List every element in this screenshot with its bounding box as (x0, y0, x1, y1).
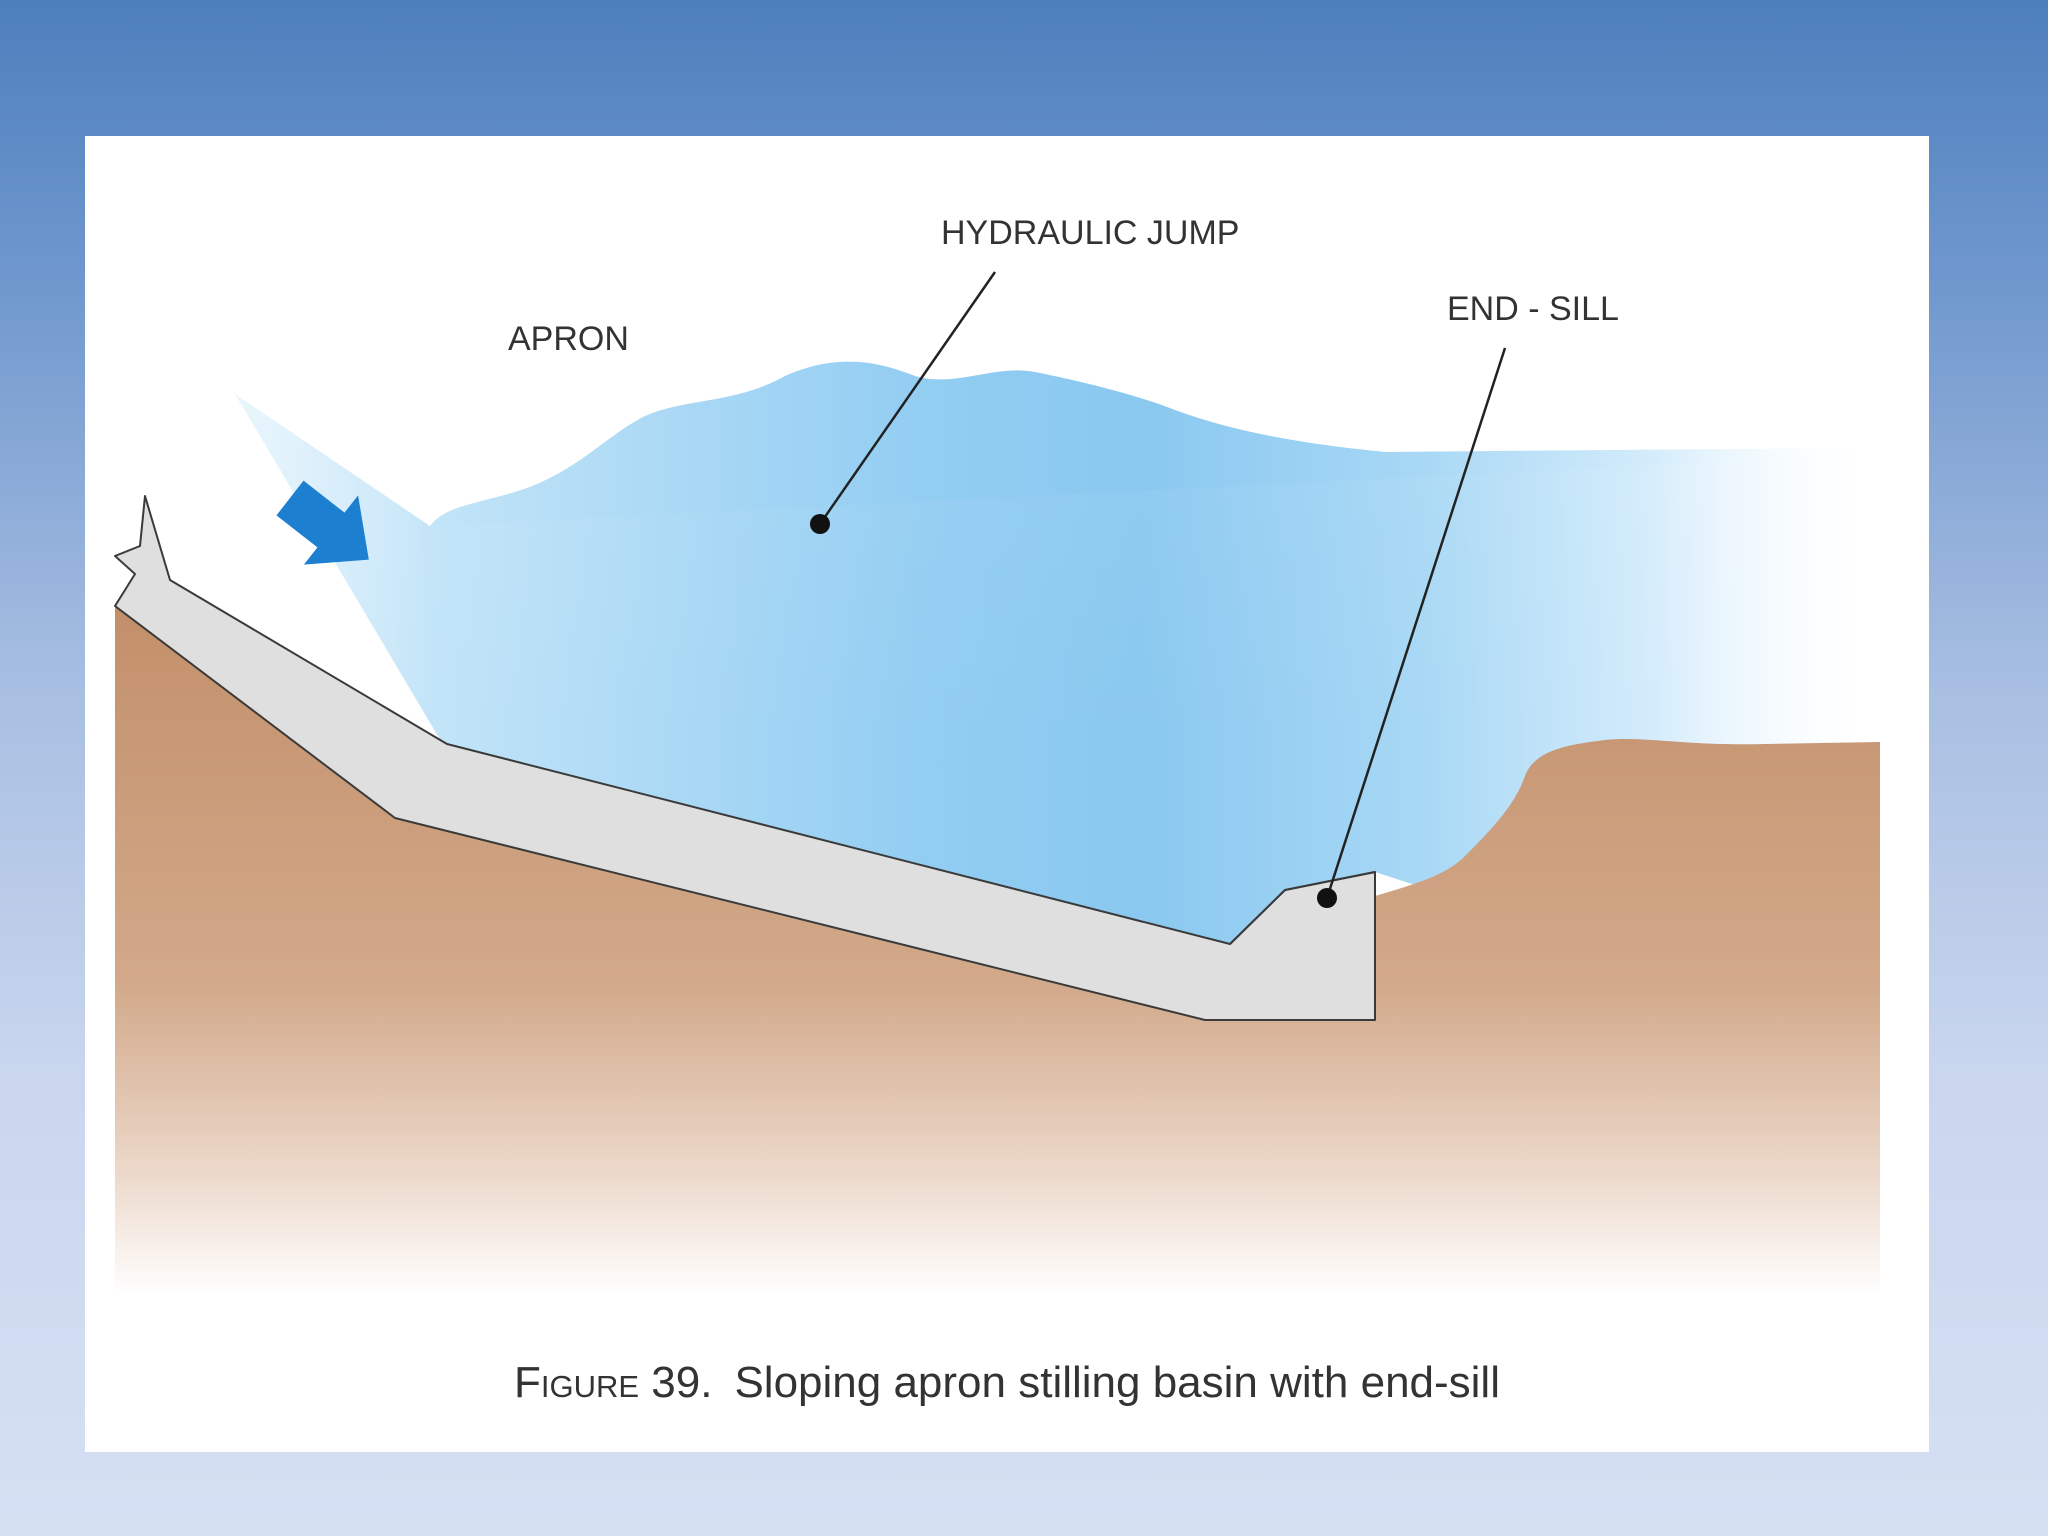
figure-caption-text: Sloping apron stilling basin with end-si… (734, 1358, 1500, 1407)
hydraulic-jump-leader (818, 271, 997, 525)
hydraulic-jump-dot (810, 514, 830, 534)
end-sill-label: END - SILL (1447, 290, 1619, 328)
end-sill-leader (1325, 347, 1507, 899)
figure-number: Figure 39. (514, 1358, 713, 1407)
arrow-down-right-icon (276, 480, 369, 565)
end-sill-dot (1317, 888, 1337, 908)
figure-caption: Figure 39. Sloping apron stilling basin w… (85, 1358, 1929, 1408)
stilling-basin-diagram (114, 271, 1885, 1296)
hydraulic-jump-label: HYDRAULIC JUMP (941, 214, 1240, 252)
apron-label: APRON (508, 320, 629, 358)
figure-panel: APRON HYDRAULIC JUMP END - SILL Figure 3… (85, 136, 1929, 1452)
ground-soil (115, 606, 1880, 1296)
end-sill-block (1229, 871, 1376, 945)
